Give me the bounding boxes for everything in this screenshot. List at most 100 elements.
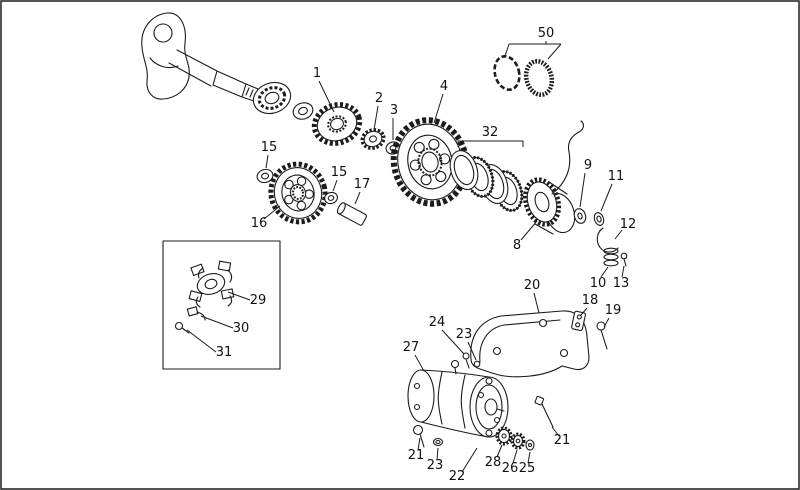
gear16-hub-spline bbox=[291, 186, 305, 200]
leader-line bbox=[580, 307, 588, 316]
callout-15-a: 15 bbox=[261, 140, 277, 169]
bracket-hole bbox=[575, 322, 581, 328]
brush-springs bbox=[195, 267, 233, 308]
through-bolt-head bbox=[413, 403, 421, 411]
leader-line bbox=[600, 183, 613, 212]
motor-band bbox=[437, 371, 466, 429]
callout-26: 26 bbox=[502, 449, 519, 476]
callout-label: 28 bbox=[485, 455, 502, 470]
callout-label: 11 bbox=[608, 169, 625, 184]
bolt21a-head bbox=[412, 424, 424, 436]
callout-label: 1 bbox=[313, 66, 321, 81]
callout-23-a: 23 bbox=[456, 327, 477, 361]
clutch-disc bbox=[449, 150, 479, 190]
leader-line bbox=[512, 449, 518, 464]
callout-label: 29 bbox=[250, 293, 267, 308]
callout-28: 28 bbox=[485, 444, 503, 470]
brush-holder bbox=[188, 290, 203, 303]
terminal-stem bbox=[181, 327, 190, 334]
disc-body bbox=[449, 150, 479, 190]
leader-line bbox=[441, 329, 465, 355]
leader-line bbox=[433, 93, 444, 124]
callout-label: 31 bbox=[216, 345, 233, 360]
leader-line bbox=[496, 444, 503, 458]
cover-screw-hole bbox=[538, 318, 548, 328]
washer-part-9 bbox=[573, 208, 587, 224]
callout-label: 9 bbox=[584, 158, 592, 173]
cover-inner-line bbox=[479, 319, 561, 363]
pinion-shaft bbox=[496, 408, 505, 412]
cover-screw-hole bbox=[559, 348, 569, 358]
bolt21a-shaft bbox=[419, 433, 425, 448]
callout-label: 2 bbox=[375, 91, 383, 106]
leader-line bbox=[332, 179, 338, 192]
nut-part-25 bbox=[525, 439, 535, 451]
bracket-body bbox=[571, 310, 586, 332]
callout-label: 16 bbox=[251, 216, 268, 231]
callout-22: 22 bbox=[449, 447, 478, 484]
bearing-balls bbox=[257, 86, 287, 110]
flange-hole bbox=[485, 429, 493, 437]
leader-line bbox=[263, 205, 281, 220]
callout-17: 17 bbox=[354, 177, 370, 205]
callout-12: 12 bbox=[614, 217, 637, 240]
gear26-teeth bbox=[510, 432, 526, 450]
spacer-ring bbox=[292, 102, 314, 120]
callout-label: 12 bbox=[620, 217, 637, 232]
callout-label: 13 bbox=[613, 276, 630, 291]
callout-label: 8 bbox=[513, 238, 521, 253]
bracket-hole bbox=[576, 314, 582, 320]
callout-label: 27 bbox=[403, 340, 420, 355]
callout-30: 30 bbox=[200, 315, 249, 336]
callout-label: 25 bbox=[519, 461, 536, 476]
gear4-hub bbox=[421, 151, 439, 173]
washer15b-hole bbox=[327, 195, 335, 201]
callout-50: 50 bbox=[504, 26, 562, 60]
washer-part-15a bbox=[256, 168, 274, 184]
callout-29: 29 bbox=[227, 291, 267, 308]
leader-line bbox=[227, 291, 251, 301]
gear28-hole bbox=[501, 433, 507, 439]
leader-line bbox=[603, 317, 610, 328]
callout-16: 16 bbox=[251, 205, 281, 231]
screw24-shaft bbox=[465, 358, 470, 369]
brush-body bbox=[186, 306, 199, 317]
callout-label: 23 bbox=[456, 327, 473, 342]
bolt21b-head bbox=[534, 395, 545, 406]
callout-3: 3 bbox=[390, 103, 398, 140]
flange-hole bbox=[477, 391, 485, 399]
callout-label: 20 bbox=[524, 278, 541, 293]
gear2-hole bbox=[368, 135, 378, 143]
callout-label: 26 bbox=[502, 461, 519, 476]
bracket-50 bbox=[504, 41, 562, 60]
gear-part-16 bbox=[268, 161, 328, 225]
washer15a-hole bbox=[260, 172, 270, 180]
gear26-hole bbox=[515, 438, 521, 444]
flange-hole bbox=[485, 377, 493, 385]
gear2-teeth bbox=[360, 128, 386, 150]
callout-label: 4 bbox=[440, 79, 448, 94]
bracket-32 bbox=[457, 140, 524, 147]
leader-line bbox=[520, 220, 538, 241]
pin-end bbox=[336, 202, 346, 215]
leader-line bbox=[527, 451, 531, 464]
bolt-part-19 bbox=[596, 321, 608, 350]
screw-part-13 bbox=[620, 252, 628, 267]
bolt-part-21b bbox=[534, 395, 554, 428]
leader-line bbox=[600, 266, 609, 278]
crankshaft-assembly bbox=[141, 12, 259, 102]
callout-label: 21 bbox=[408, 448, 425, 463]
drum-teeth bbox=[522, 177, 562, 227]
shaft-threads bbox=[245, 87, 254, 98]
callout-1: 1 bbox=[313, 66, 335, 113]
leader-line bbox=[533, 292, 540, 314]
washer23a-outer bbox=[473, 360, 481, 368]
callout-label: 10 bbox=[590, 276, 607, 291]
drum-hole bbox=[534, 191, 550, 213]
cable-wire bbox=[551, 120, 584, 195]
leader-line bbox=[186, 329, 217, 353]
leader-line bbox=[414, 354, 425, 372]
pin-part-17 bbox=[336, 202, 368, 226]
callout-27: 27 bbox=[403, 340, 425, 372]
gear-part-1 bbox=[311, 102, 363, 146]
